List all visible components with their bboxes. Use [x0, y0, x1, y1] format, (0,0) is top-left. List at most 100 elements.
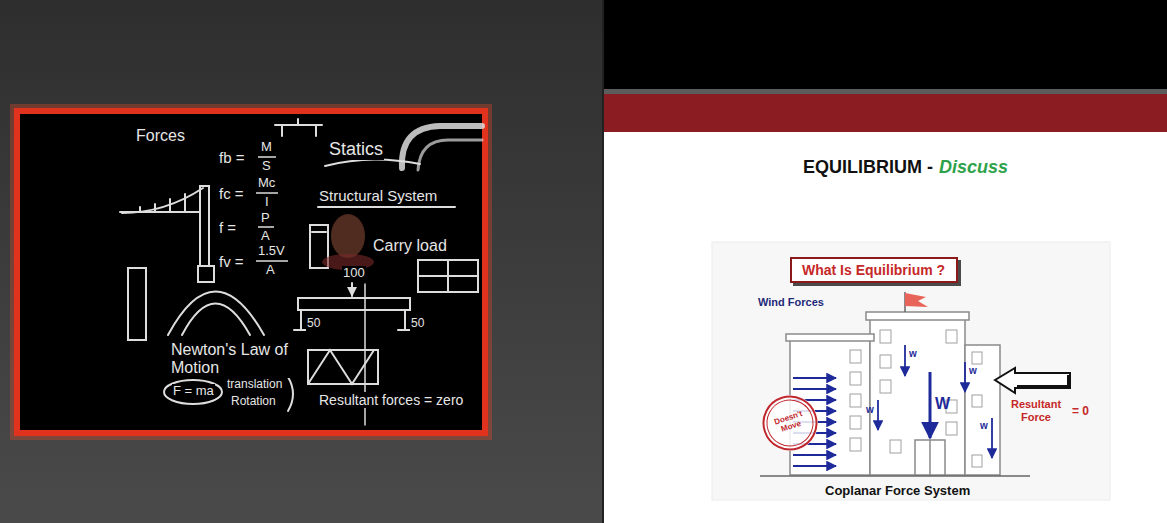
arch-inner	[182, 304, 250, 336]
formula-ring	[164, 380, 222, 404]
window	[890, 440, 901, 453]
frame-sketch	[418, 260, 478, 292]
formula-part: A	[266, 263, 275, 278]
window	[946, 422, 957, 435]
window	[972, 395, 982, 407]
chalk-note: translation	[226, 378, 283, 392]
fraction-bar	[258, 156, 276, 158]
formula-part: A	[261, 229, 270, 244]
formula-part: M	[261, 140, 272, 155]
chalk-heading: Newton's Law of Motion	[170, 341, 302, 378]
chalk-note: Resultant forces = zero	[318, 392, 464, 408]
slide-title: EQUILIBRIUM -	[803, 157, 933, 178]
window	[880, 380, 891, 393]
truss-sketch	[308, 350, 378, 384]
stamp-seal: Doesn't Move	[755, 388, 826, 459]
fraction-bar	[258, 226, 274, 228]
column-sketch	[128, 268, 146, 340]
divider-strip	[603, 89, 1167, 94]
bridge-tower	[200, 186, 209, 266]
arrow-shade	[1017, 375, 1068, 386]
bracket	[288, 377, 293, 411]
illustration-caption: Coplanar Force System	[825, 484, 970, 499]
wind-arrow	[793, 454, 836, 456]
weight-arrow	[929, 372, 932, 438]
force-letter: w	[980, 420, 988, 432]
underline	[318, 206, 455, 208]
truss-diagonals	[308, 350, 374, 384]
window	[850, 372, 861, 385]
window	[972, 455, 982, 467]
red-band	[603, 94, 1167, 132]
stamp-ring	[761, 394, 819, 452]
bridge-cable	[122, 188, 203, 213]
chalk-heading: Forces	[135, 127, 186, 145]
chalk-smear	[402, 126, 482, 168]
formula: fv =	[218, 253, 245, 270]
parapet	[866, 312, 969, 320]
formula-part: 1.5V	[258, 244, 285, 259]
reaction-value: 50	[306, 317, 321, 331]
force-letter: w	[909, 348, 917, 360]
slide-subtitle: Discuss	[939, 157, 1008, 178]
presenter-face	[331, 214, 365, 258]
door	[915, 440, 945, 475]
red-frame	[14, 108, 488, 436]
resultant-arrow	[995, 368, 1070, 393]
illustration-label: Wind Forces	[758, 296, 824, 309]
window	[880, 355, 891, 368]
formula-part: Mc	[258, 176, 275, 191]
formula: fb =	[218, 149, 245, 166]
top-bar	[603, 0, 1167, 89]
load-arrow	[351, 283, 353, 296]
column-mark	[312, 231, 326, 233]
frame-glow	[10, 104, 492, 440]
formula-part: I	[265, 195, 269, 210]
underline	[325, 159, 420, 166]
window	[850, 394, 861, 407]
wind-arrow	[793, 377, 836, 379]
illustration-label: Resultant Force	[1006, 398, 1066, 423]
force-letter: w	[969, 365, 977, 377]
chalk-smear	[418, 140, 482, 170]
frame-members	[418, 260, 478, 292]
weight-arrow	[877, 400, 879, 430]
beam-sketch	[298, 298, 410, 310]
title-banner: What Is Equilibrium ?	[790, 257, 958, 283]
chalk-note: Carry load	[372, 237, 448, 255]
window	[880, 330, 891, 343]
windows	[850, 330, 982, 467]
weight-arrow	[964, 362, 966, 392]
illustration-label: = 0	[1072, 405, 1089, 419]
building	[760, 312, 1030, 476]
weight-arrow	[904, 345, 906, 376]
formula-part: S	[262, 159, 271, 174]
formula-part: P	[261, 211, 270, 226]
left-panel	[0, 0, 603, 523]
beam-supports	[294, 310, 412, 330]
chalk-heading: Structural System	[318, 187, 438, 204]
slide-ground	[603, 132, 1167, 523]
reaction-value: 50	[410, 317, 425, 331]
window	[946, 330, 957, 343]
formula: f =	[218, 219, 237, 236]
fraction-bar	[256, 192, 278, 194]
formula: F = ma	[172, 384, 215, 399]
weight-arrows	[878, 345, 992, 458]
force-letter: w	[866, 404, 874, 416]
wind-arrow	[793, 388, 836, 390]
building-tower	[870, 318, 965, 475]
parapet	[786, 334, 874, 341]
banner-text: What Is Equilibrium ?	[802, 262, 946, 278]
window	[850, 416, 861, 429]
wind-arrow	[793, 465, 836, 467]
formula: fc =	[218, 185, 245, 202]
chalk-sketches	[120, 119, 482, 425]
chalk-note: Rotation	[230, 395, 277, 409]
tower-footing	[198, 266, 214, 282]
frame-sketch	[275, 119, 322, 136]
